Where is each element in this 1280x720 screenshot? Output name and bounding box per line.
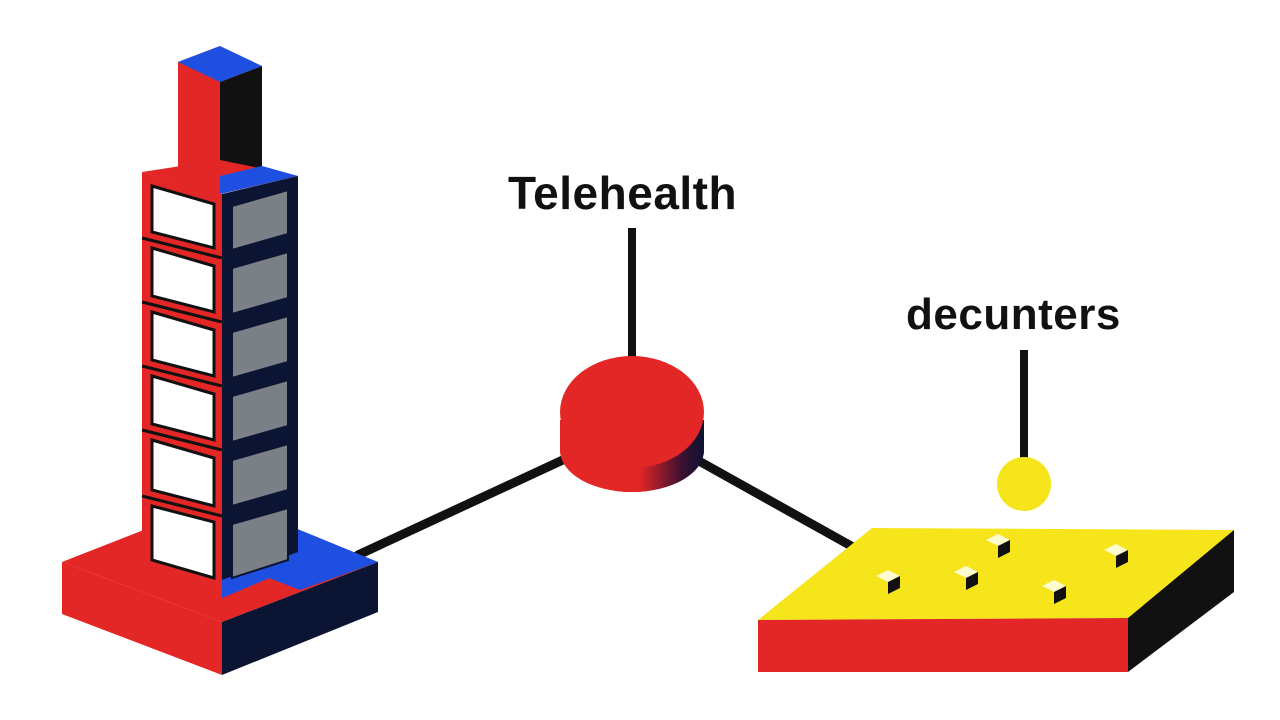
cube-4 xyxy=(1042,580,1066,604)
platform-front xyxy=(758,618,1128,672)
window-side-3 xyxy=(231,314,289,380)
window-side-1 xyxy=(231,188,289,252)
floor-divider-3 xyxy=(141,364,223,388)
tower-shaft-top-blue xyxy=(220,166,298,194)
window-side-2 xyxy=(231,250,289,316)
window-side-6 xyxy=(231,506,289,580)
tower-floor-dividers xyxy=(141,236,223,518)
tower-spire-front xyxy=(178,46,220,180)
connectors xyxy=(353,228,1028,560)
floor-divider-2 xyxy=(141,300,223,324)
platform-cubes xyxy=(876,534,1128,604)
window-front-6 xyxy=(150,504,216,580)
window-front-3 xyxy=(150,310,216,378)
yellow-dot-icon xyxy=(997,457,1051,511)
connector-hub-platform xyxy=(685,451,867,557)
window-side-5 xyxy=(231,442,289,508)
tower-spire-side xyxy=(220,66,262,180)
cube-1 xyxy=(876,570,900,594)
hospital-tower-icon xyxy=(62,46,378,675)
tower-base-front xyxy=(62,562,222,675)
tower-side-windows xyxy=(231,188,289,580)
window-side-4 xyxy=(231,378,289,444)
cube-2 xyxy=(954,566,978,590)
tower-front-windows xyxy=(150,184,216,580)
platform-label: decunters xyxy=(906,290,1121,339)
platform-slab-icon xyxy=(758,528,1234,672)
platform-side xyxy=(1128,530,1234,672)
window-front-4 xyxy=(150,374,216,442)
hub-label: Telehealth xyxy=(508,167,738,219)
floor-divider-1 xyxy=(141,236,223,260)
floor-divider-4 xyxy=(141,428,223,452)
window-front-2 xyxy=(150,246,216,314)
tower-base-side xyxy=(222,562,378,675)
cube-3 xyxy=(986,534,1010,558)
window-front-5 xyxy=(150,438,216,508)
hub-disc-icon xyxy=(560,356,704,492)
hub-disc-top xyxy=(560,356,704,468)
cube-5 xyxy=(1104,544,1128,568)
connector-tower-hub xyxy=(353,447,585,560)
window-front-1 xyxy=(150,184,216,250)
tower-spire-top xyxy=(178,46,262,82)
floor-divider-5 xyxy=(141,494,223,518)
